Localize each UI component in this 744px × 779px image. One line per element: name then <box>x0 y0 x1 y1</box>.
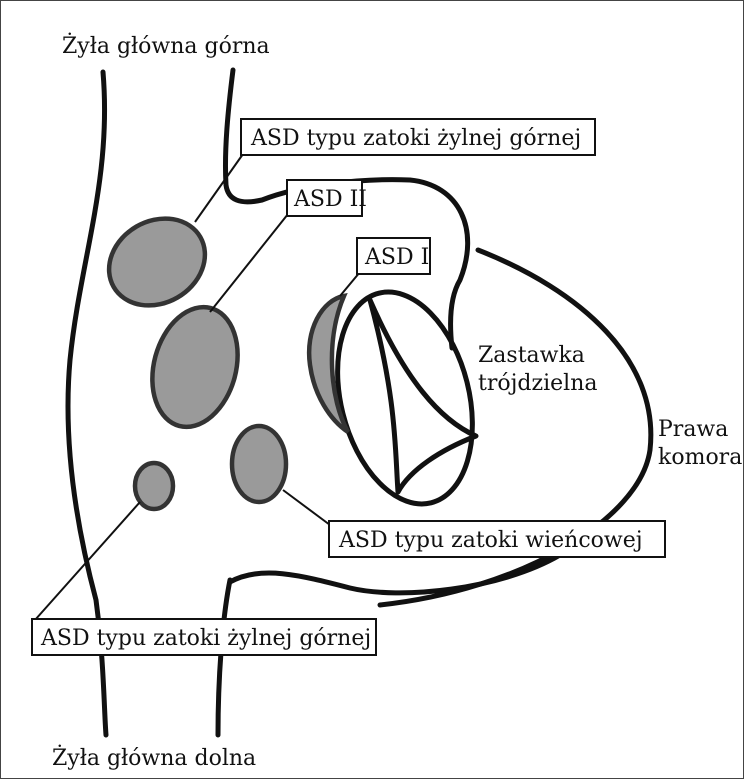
svc-label: Żyła główna górna <box>62 32 270 59</box>
leader-asd-ii <box>210 214 288 312</box>
tricuspid-label-line1: Zastawka <box>478 343 585 368</box>
asd-sinus-venosus-upper-defect <box>93 201 221 322</box>
asd-coronary-sinus-label: ASD typu zatoki wieńcowej <box>338 528 643 553</box>
asd-sinus-venosus-upper-label: ASD typu zatoki żylnej górnej <box>250 126 581 151</box>
asd-coronary-sinus-defect <box>232 426 286 502</box>
asd-sinus-venosus-lower-label: ASD typu zatoki żylnej górnej <box>40 626 371 651</box>
ivc-right-wall <box>218 580 230 735</box>
tricuspid-leaflets <box>370 300 476 492</box>
rv-label-line1: Prawa <box>658 417 728 442</box>
leader-sinus-venosus-upper <box>195 154 243 222</box>
leader-sinus-venosus-lower <box>35 502 140 620</box>
leader-coronary-sinus <box>283 490 330 525</box>
ivc-label: Żyła główna dolna <box>52 744 256 771</box>
rv-label-line2: komora <box>658 445 742 470</box>
asd-i-label: ASD I <box>364 245 429 270</box>
asd-ii-label: ASD II <box>293 187 367 212</box>
asd-sinus-venosus-lower-defect <box>135 463 173 509</box>
leader-asd-i <box>340 272 360 296</box>
tricuspid-label-line2: trójdzielna <box>478 371 597 396</box>
asd-ii-defect <box>140 297 251 436</box>
